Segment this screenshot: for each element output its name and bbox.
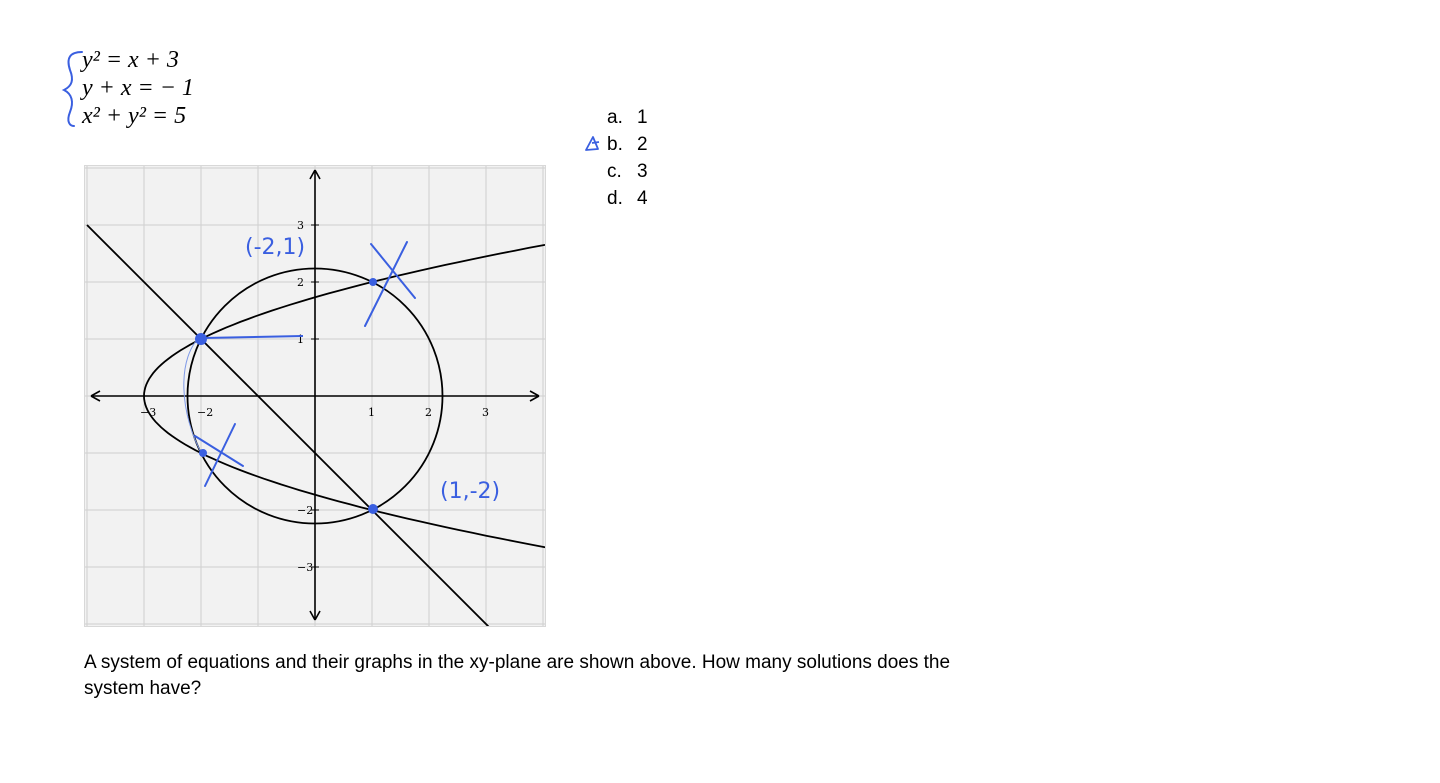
handwritten-check-icon: [585, 136, 600, 151]
handwritten-annotations: (-2,1) (1,-2): [183, 235, 500, 514]
marked-point: [369, 278, 377, 286]
equation-3: x² + y² = 5: [82, 103, 187, 129]
curves: [86, 224, 545, 626]
cross-out-mark: [194, 423, 244, 487]
y-tick-label: 3: [297, 219, 304, 232]
circle-curve: [186, 267, 444, 525]
choice-value: 4: [637, 188, 648, 209]
cross-out-mark: [364, 241, 416, 327]
y-tick-label: −2: [297, 504, 313, 517]
x-tick-label: 2: [425, 406, 432, 419]
choice-letter: c.: [607, 161, 622, 182]
marked-point: [368, 504, 378, 514]
choice-a[interactable]: a. 1: [607, 104, 648, 131]
choice-value: 3: [637, 161, 648, 182]
marked-point: [199, 449, 207, 457]
question-text: A system of equations and their graphs i…: [84, 652, 951, 699]
x-axis-arrows: [90, 390, 540, 402]
y-tick-label: 2: [297, 276, 304, 289]
equation-1: y² = x + 3: [82, 47, 179, 73]
choice-d[interactable]: d. 4: [607, 185, 648, 212]
x-tick-label: 1: [368, 406, 375, 419]
choice-letter: d.: [607, 188, 623, 209]
ink-retrace: [183, 333, 204, 457]
y-tick-label: −3: [297, 561, 313, 574]
equation-2: y + x = − 1: [82, 75, 194, 101]
answer-choices: a. 1 b. 2 c. 3 d. 4: [607, 104, 648, 212]
marked-point: [195, 333, 207, 345]
axes: [90, 169, 540, 621]
x-tick-label: 3: [482, 406, 489, 419]
choice-letter: a.: [607, 107, 623, 128]
choice-letter: b.: [607, 134, 623, 155]
equation-system: y² = x + 3 y + x = − 1 x² + y² = 5: [82, 46, 194, 130]
handwritten-brace: [61, 51, 83, 127]
annotation-point-upper-left: (-2,1): [245, 235, 305, 260]
choice-value: 2: [637, 134, 648, 155]
y-tick-label: 1: [297, 333, 304, 346]
ink-stroke: [202, 335, 304, 339]
annotation-point-lower-right: (1,-2): [440, 479, 500, 504]
x-tick-label: −2: [197, 406, 213, 419]
line-curve: [86, 224, 490, 626]
choice-b[interactable]: b. 2: [607, 131, 648, 158]
parabola-curve: [143, 243, 545, 549]
choice-c[interactable]: c. 3: [607, 158, 648, 185]
choice-value: 1: [637, 107, 648, 128]
y-axis-arrows: [309, 169, 321, 621]
